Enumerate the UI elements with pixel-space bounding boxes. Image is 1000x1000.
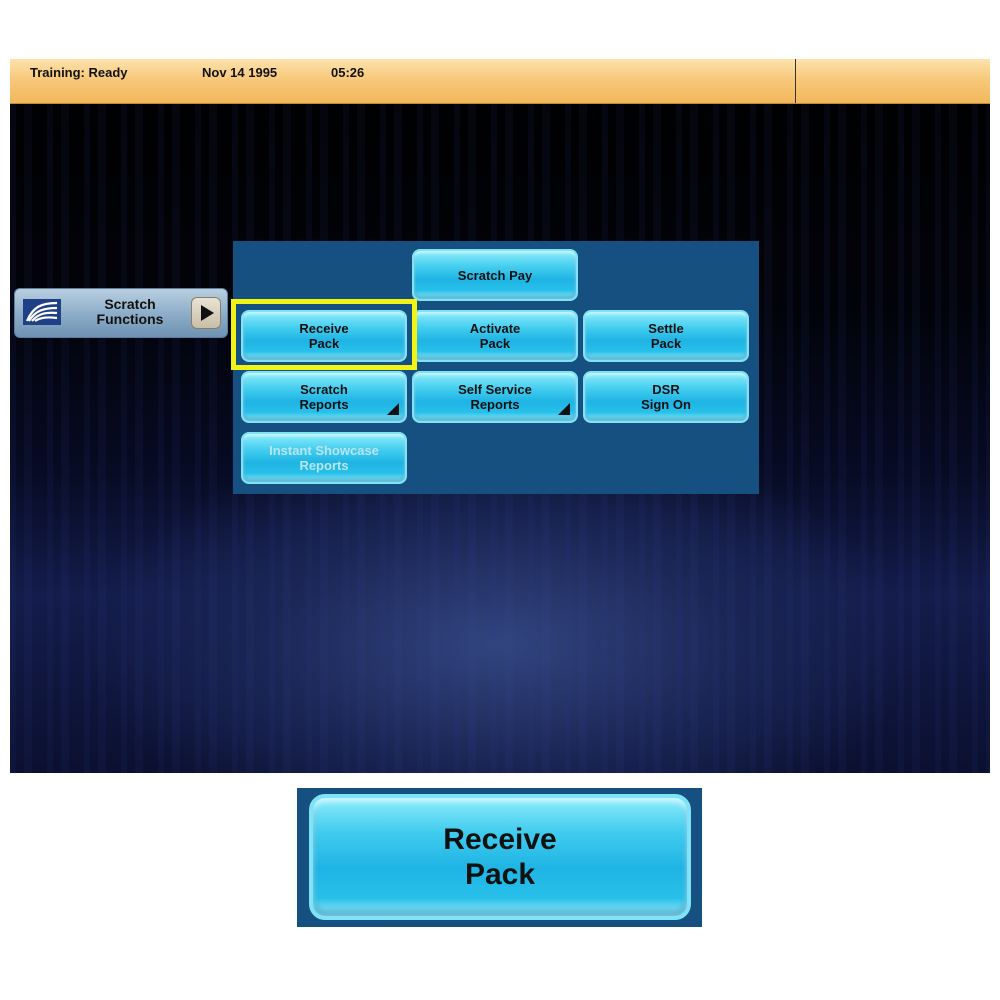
zoomed-button-preview: Receive Pack xyxy=(297,788,702,927)
zoomed-receive-pack-button: Receive Pack xyxy=(309,794,691,920)
lottery-logo-icon xyxy=(23,299,61,325)
status-bar: Training: Ready Nov 14 1995 05:26 xyxy=(10,59,990,104)
status-date: Nov 14 1995 xyxy=(202,65,278,80)
pos-screen: Training: Ready Nov 14 1995 05:26 Scratc… xyxy=(10,59,990,773)
receive-pack-button[interactable]: Receive Pack xyxy=(241,310,407,362)
dsr-sign-on-button[interactable]: DSR Sign On xyxy=(583,371,749,423)
status-mode: Training: Ready xyxy=(30,65,128,80)
scratch-reports-label: Scratch Reports xyxy=(299,382,349,412)
status-divider xyxy=(795,59,796,103)
submenu-corner-icon xyxy=(387,403,399,415)
scratch-reports-button[interactable]: Scratch Reports xyxy=(241,371,407,423)
instant-showcase-reports-button[interactable]: Instant Showcase Reports xyxy=(241,432,407,484)
scratch-functions-label: Scratch Functions xyxy=(96,296,164,327)
play-arrow-icon[interactable] xyxy=(191,297,221,329)
scratch-menu-panel: Scratch Pay Receive Pack Activate Pack S… xyxy=(233,241,759,494)
scratch-pay-button[interactable]: Scratch Pay xyxy=(412,249,578,301)
activate-pack-button[interactable]: Activate Pack xyxy=(412,310,578,362)
settle-pack-button[interactable]: Settle Pack xyxy=(583,310,749,362)
submenu-corner-icon xyxy=(558,403,570,415)
status-time: 05:26 xyxy=(331,65,365,80)
highlight-box xyxy=(231,299,417,370)
self-service-reports-button[interactable]: Self Service Reports xyxy=(412,371,578,423)
self-service-reports-label: Self Service Reports xyxy=(458,382,532,412)
scratch-functions-tab[interactable]: Scratch Functions xyxy=(14,288,228,338)
